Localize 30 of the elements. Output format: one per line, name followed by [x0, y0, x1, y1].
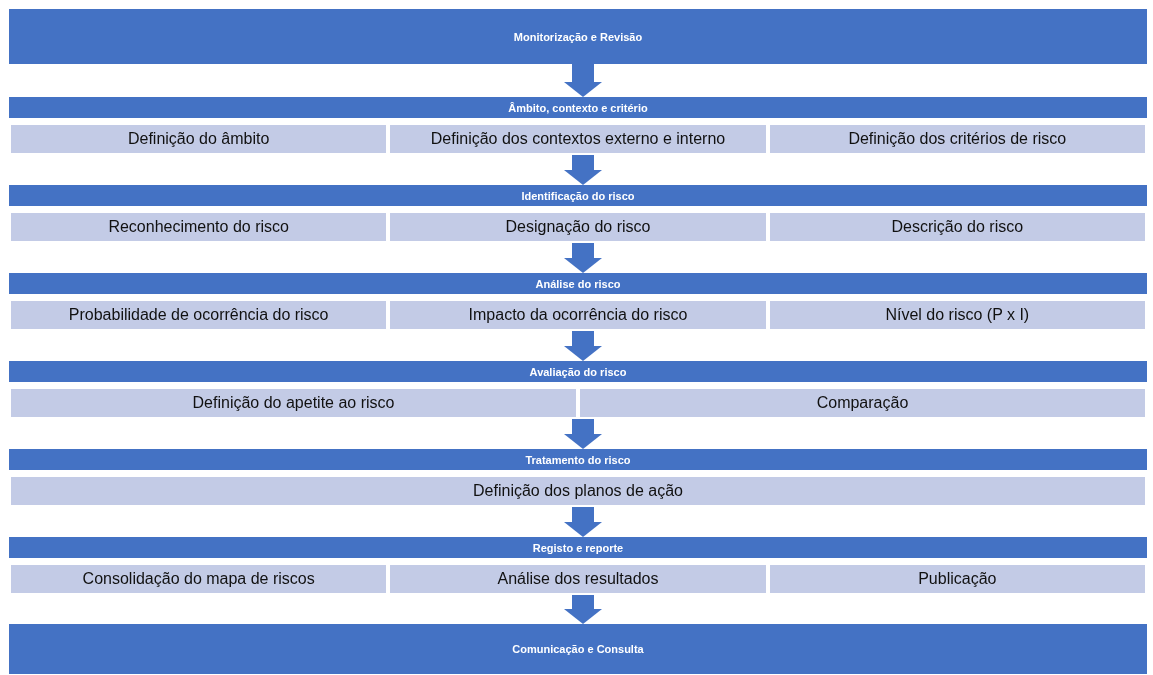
step-box: Comparação: [578, 387, 1147, 419]
step-box: Descrição do risco: [767, 211, 1147, 243]
step-box: Consolidação do mapa de riscos: [9, 563, 389, 595]
stage-header-bar: Análise do risco: [9, 273, 1147, 294]
stage-header-bar: Comunicação e Consulta: [9, 624, 1147, 674]
stage-header-bar: Tratamento do risco: [9, 449, 1147, 470]
step-box: Análise dos resultados: [388, 563, 768, 595]
step-box: Definição dos critérios de risco: [767, 123, 1147, 155]
block-arrow: [564, 243, 602, 273]
step-box: Definição do âmbito: [9, 123, 389, 155]
stage-header-bar: Registo e reporte: [9, 537, 1147, 558]
step-box: Impacto da ocorrência do risco: [388, 299, 768, 331]
block-arrow: [564, 331, 602, 361]
step-box: Definição dos planos de ação: [9, 475, 1147, 507]
step-box: Definição do apetite ao risco: [9, 387, 578, 419]
block-arrow: [564, 419, 602, 449]
stage-header-bar: Avaliação do risco: [9, 361, 1147, 382]
step-box: Probabilidade de ocorrência do risco: [9, 299, 389, 331]
stage-header-bar: Identificação do risco: [9, 185, 1147, 206]
step-box: Definição dos contextos externo e interno: [388, 123, 768, 155]
block-arrow: [564, 155, 602, 185]
step-box: Designação do risco: [388, 211, 768, 243]
step-box: Publicação: [767, 563, 1147, 595]
stage-header-bar: Monitorização e Revisão: [9, 9, 1147, 64]
block-arrow: [564, 507, 602, 537]
step-box: Reconhecimento do risco: [9, 211, 389, 243]
block-arrow: [564, 595, 602, 624]
stage-header-bar: Âmbito, contexto e critério: [9, 97, 1147, 118]
block-arrow: [564, 64, 602, 97]
step-box: Nível do risco (P x I): [767, 299, 1147, 331]
